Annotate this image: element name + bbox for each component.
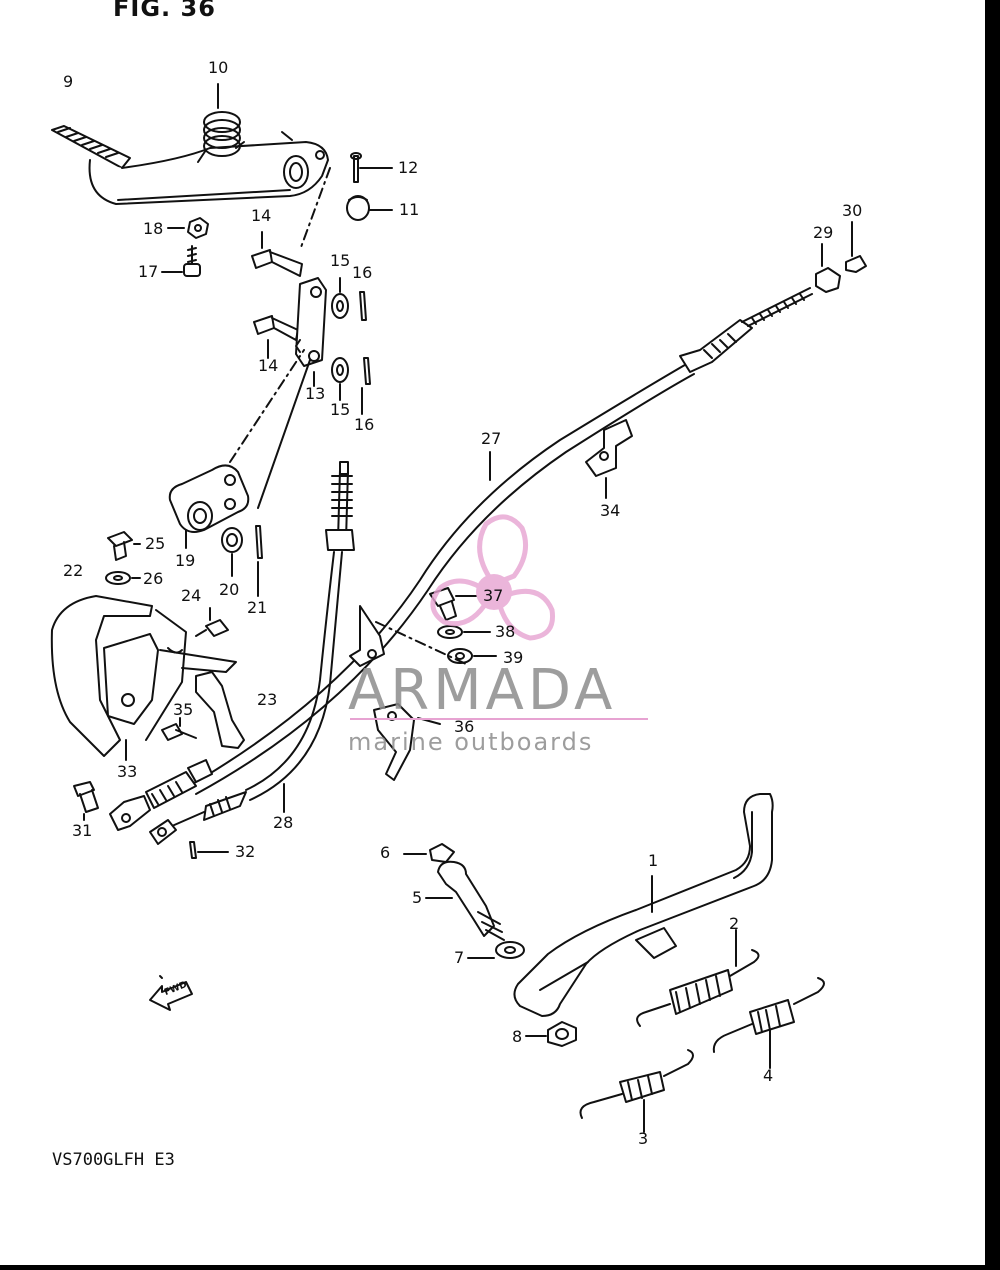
- callout-12: 12: [398, 158, 419, 177]
- callout-39: 39: [503, 648, 524, 667]
- callout-1: 1: [648, 851, 659, 870]
- callout-26: 26: [143, 569, 164, 588]
- callout-28: 28: [273, 813, 294, 832]
- callout-36: 36: [454, 717, 475, 736]
- return-spring-drawing: [198, 84, 244, 162]
- callout-17: 17: [138, 262, 159, 281]
- callout-33: 33: [117, 762, 138, 781]
- callout-3: 3: [638, 1129, 649, 1148]
- fwd-arrow-icon: [150, 976, 192, 1010]
- callout-38: 38: [495, 622, 516, 641]
- callout-8: 8: [512, 1027, 523, 1046]
- stand-pivot-drawing: [404, 844, 576, 1046]
- callout-30: 30: [842, 201, 863, 220]
- model-code: VS700GLFH E3: [52, 1150, 175, 1170]
- callout-24: 24: [181, 586, 202, 605]
- callout-13: 13: [305, 384, 326, 403]
- bell-crank-drawing: [170, 465, 262, 596]
- callout-18: 18: [143, 219, 164, 238]
- callout-22: 22: [63, 561, 84, 580]
- watermark-tagline: marine outboards: [348, 728, 594, 756]
- clevis-cotter-drawing: [74, 782, 228, 858]
- callout-2: 2: [729, 914, 740, 933]
- callout-25: 25: [145, 534, 166, 553]
- bolt-washer-drawing: [106, 532, 140, 584]
- callout-37: 37: [483, 586, 504, 605]
- watermark-propeller-icon: [433, 517, 553, 638]
- callout-29: 29: [813, 223, 834, 242]
- callout-5: 5: [412, 888, 423, 907]
- callout-15b: 15: [330, 400, 351, 419]
- bracket-bolts-drawing: [162, 608, 228, 740]
- callout-32: 32: [235, 842, 256, 861]
- callout-7: 7: [454, 948, 465, 967]
- clevis-pins-drawing: [252, 232, 302, 358]
- callout-16a: 16: [352, 263, 373, 282]
- callout-14a: 14: [251, 206, 272, 225]
- callout-4: 4: [763, 1066, 774, 1085]
- callout-31: 31: [72, 821, 93, 840]
- callout-19: 19: [175, 551, 196, 570]
- callout-21: 21: [247, 598, 268, 617]
- figure-title: FIG. 36: [113, 0, 216, 22]
- callout-11: 11: [399, 200, 420, 219]
- rod-end-nut-drawing: [816, 222, 866, 292]
- callout-9: 9: [63, 72, 74, 91]
- callout-27: 27: [481, 429, 502, 448]
- callout-35: 35: [173, 700, 194, 719]
- washers-pins-drawing: [230, 278, 370, 508]
- rod-brackets-drawing: [350, 420, 632, 780]
- callout-15a: 15: [330, 251, 351, 270]
- watermark-rule: [350, 718, 648, 720]
- callout-34: 34: [600, 501, 621, 520]
- callout-23: 23: [257, 690, 278, 709]
- master-cylinder-drawing: [52, 596, 244, 760]
- rod-clevis-drawing: [110, 760, 212, 830]
- side-stand-drawing: [514, 794, 772, 1016]
- callout-14b: 14: [258, 356, 279, 375]
- callout-16b: 16: [354, 415, 375, 434]
- pin-and-cap-drawing: [300, 153, 392, 250]
- stand-springs-drawing: [581, 930, 825, 1132]
- watermark-brand: ARMADA: [348, 658, 617, 723]
- right-border: [985, 0, 1000, 1270]
- callout-20: 20: [219, 580, 240, 599]
- brake-pedal-drawing: [52, 126, 328, 204]
- bottom-border: [0, 1265, 1000, 1270]
- callout-10: 10: [208, 58, 229, 77]
- brake-cable-drawing: [150, 462, 354, 844]
- nut-bolt-drawing: [162, 218, 208, 276]
- linkage-plate-drawing: [296, 278, 326, 386]
- callout-6: 6: [380, 843, 391, 862]
